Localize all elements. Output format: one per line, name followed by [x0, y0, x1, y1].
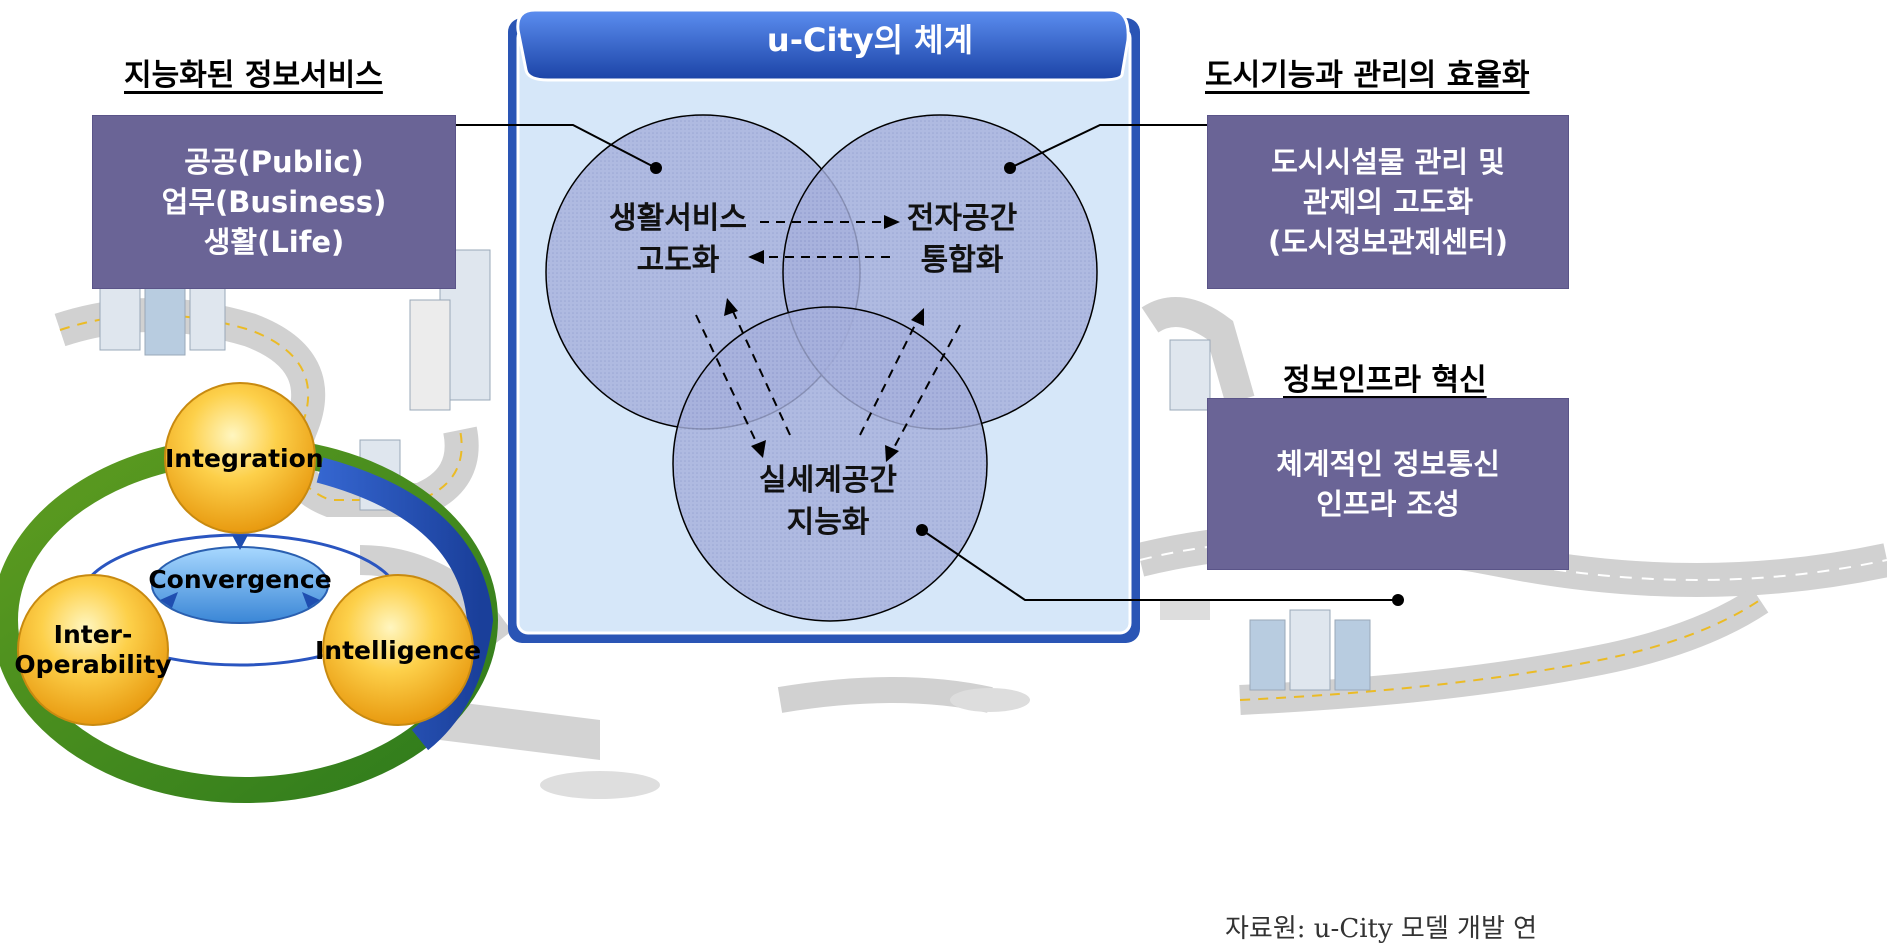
box-services-line-2: 업무(Business): [161, 185, 387, 219]
panel-title: u-City의 체계: [766, 21, 974, 59]
orb-interoperability: Inter- Operability: [13, 620, 173, 680]
circle-real-line-1: 실세계공간: [759, 463, 897, 498]
label-intelligent-info-service: 지능화된 정보서비스: [124, 58, 383, 93]
circle-cyber-line-1: 전자공간: [906, 201, 1018, 236]
venn-diagram: [545, 114, 1098, 622]
source-caption: 자료원: u-City 모델 개발 연: [1225, 914, 1538, 944]
box-facilities-line-2: 관제의 고도화: [1302, 185, 1474, 219]
orb-integration: Integration: [165, 444, 324, 473]
dashed-arrows: [695, 221, 961, 456]
box-services: 공공(Public) 업무(Business) 생활(Life): [92, 115, 456, 289]
box-facilities-line-1: 도시시설물 관리 및: [1271, 145, 1505, 179]
circle-life-service: 생활서비스 고도화: [598, 198, 758, 282]
box-infra-line-2: 인프라 조성: [1316, 487, 1460, 521]
three-i-diagram: [0, 382, 498, 803]
orb-intelligence: Intelligence: [315, 636, 482, 665]
label-info-infra-innovation: 정보인프라 혁신: [1283, 363, 1487, 398]
circle-real-space: 실세계공간 지능화: [738, 460, 918, 544]
orb-interoperability-line-1: Inter-: [53, 620, 133, 649]
box-infra-line-1: 체계적인 정보통신: [1276, 447, 1500, 481]
arrowheads: [724, 215, 924, 462]
circle-real-line-2: 지능화: [786, 505, 870, 540]
box-services-line-1: 공공(Public): [184, 145, 364, 179]
buildings: [99, 249, 1371, 691]
box-facilities-line-3: (도시정보관제센터): [1268, 225, 1508, 259]
label-city-function-efficiency: 도시기능과 관리의 효율화: [1205, 58, 1530, 93]
circle-life-line-1: 생활서비스: [609, 201, 747, 236]
circle-cyber-space: 전자공간 통합화: [897, 198, 1027, 282]
circle-cyber-line-2: 통합화: [920, 243, 1004, 278]
disk-convergence: Convergence: [148, 565, 332, 594]
box-services-line-3: 생활(Life): [203, 225, 345, 259]
circle-life-line-2: 고도화: [636, 243, 720, 278]
orb-interoperability-line-2: Operability: [14, 650, 172, 679]
box-infra: 체계적인 정보통신 인프라 조성: [1207, 398, 1569, 570]
box-facilities: 도시시설물 관리 및 관제의 고도화 (도시정보관제센터): [1207, 115, 1569, 289]
